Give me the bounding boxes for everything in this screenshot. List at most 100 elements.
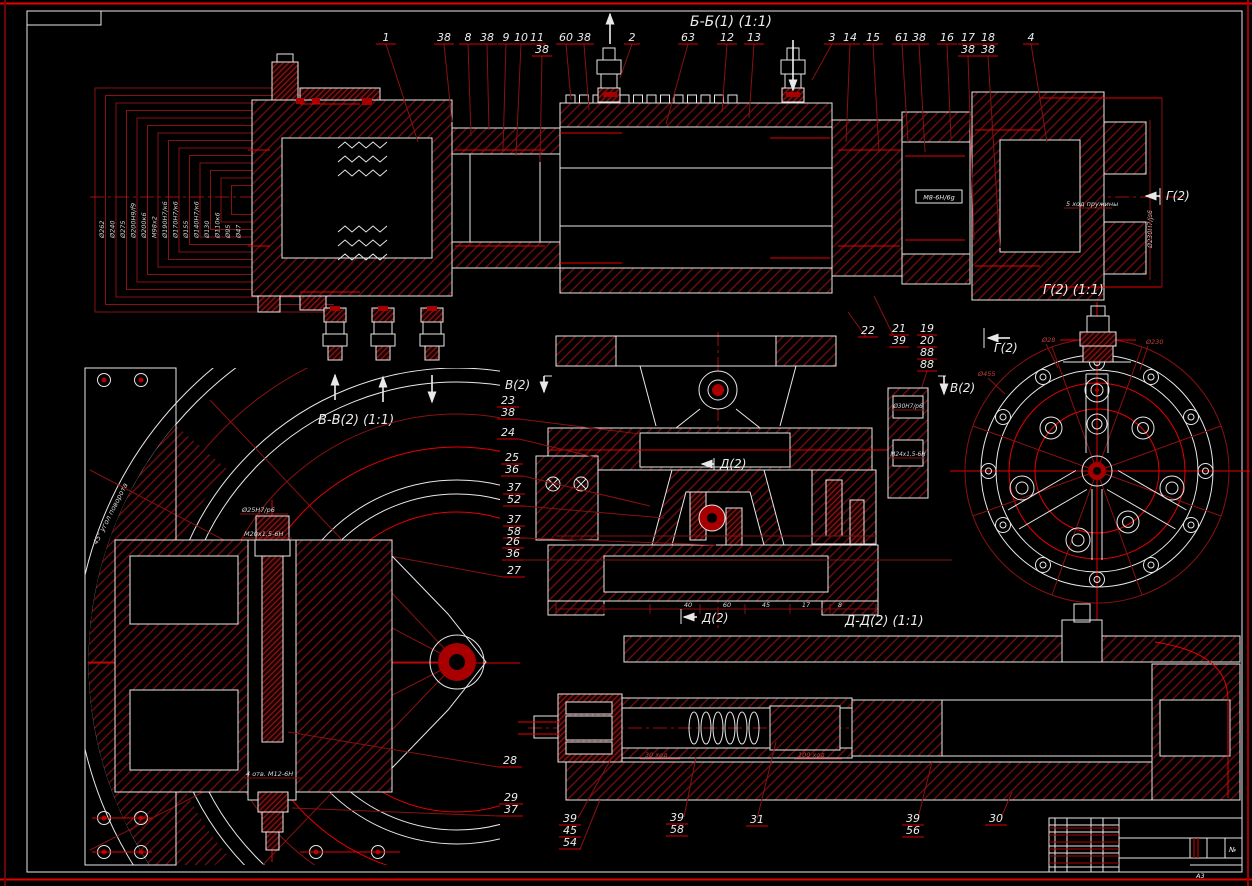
dim-label: Ø200к6 [140, 212, 148, 239]
mark-label: Г(2) [994, 341, 1018, 355]
callout-number: 20 [920, 334, 934, 347]
dim-label: 17 [802, 601, 811, 609]
dim-label: Ø240 [109, 220, 117, 239]
callouts-top: 1 38 8 38 9 10 11 38 60 38 2 63 12 13 3 … [376, 31, 1048, 249]
callout-number: 58 [507, 525, 521, 538]
callout-number: 61 [895, 31, 909, 44]
mark-g2-view: Г(2) [983, 328, 1018, 355]
callout-number: 37 [504, 803, 518, 816]
callout-number: 25 [505, 451, 519, 464]
dim-label: Ø95 [224, 225, 232, 239]
callout-number: 15 [866, 31, 880, 44]
spindle-dimension-fan: Ø262 Ø240 Ø275 Ø200Н9/f9 Ø200к6 М98х2 Ø1… [94, 87, 340, 313]
sheet-format-label: А3 [1195, 872, 1205, 880]
callout-number: 26 [506, 535, 520, 548]
callout-number: 38 [480, 31, 494, 44]
mark-label: Г(2) [1166, 189, 1190, 203]
mark-g2-spindle: Г(2) [1144, 188, 1190, 205]
fit-label: М24х1,5-6Н [890, 452, 926, 458]
dim-label: Ø28 [1041, 336, 1055, 344]
fit-label: Ø25Н7/р6 [241, 506, 275, 514]
mark-v2-right: В(2) [938, 375, 975, 396]
callout-number: 45 [563, 824, 577, 837]
spindle-fit-labels: М8-6Н/6g 5 ход пружины Ø230Н7/js6 [915, 120, 1154, 280]
view-gg-circle: Г(2) (1:1) Г(2) [950, 283, 1250, 648]
top-plug-left [596, 47, 622, 103]
callout-number: 38 [912, 31, 926, 44]
section-vv-title: В-В(2) (1:1) [318, 413, 394, 428]
dim-label: Ø170Н7/к6 [172, 201, 180, 239]
callout-number: 11 [530, 31, 544, 44]
callout-number: 37 [507, 481, 521, 494]
callout-number: 22 [861, 324, 875, 337]
view-section-dd: 30 ход 100 ход [518, 603, 1245, 801]
callout-number: 39 [670, 811, 684, 824]
fit-label: М8-6Н/6g [923, 194, 955, 202]
callout-number: 88 [920, 346, 934, 359]
spring-coils [688, 711, 760, 745]
mark-label: Д(2) [701, 611, 728, 625]
callout-number: 58 [670, 823, 684, 836]
callout-number: 2 [629, 31, 636, 44]
callout-number: 8 [465, 31, 472, 44]
view-gg-title: Г(2) (1:1) [1043, 283, 1104, 298]
callout-number: 10 [514, 31, 528, 44]
callout-number: 38 [981, 43, 995, 56]
dim-label: Ø230 [1145, 338, 1164, 346]
callout-number: 3 [829, 31, 836, 44]
callouts-sector: 28 29 37 [287, 731, 523, 817]
callout-number: 28 [503, 754, 517, 767]
callout-number: 21 [892, 322, 906, 335]
callout-number: 9 [503, 31, 510, 44]
callout-number: 27 [507, 564, 521, 577]
callout-number: 30 [989, 812, 1003, 825]
callout-number: 60 [559, 31, 573, 44]
dim-label: 40 [684, 601, 692, 609]
bottom-plugs [322, 306, 445, 361]
callout-number: 39 [892, 334, 906, 347]
callout-number: 39 [906, 812, 920, 825]
callout-number: 37 [507, 513, 521, 526]
stamp-no-label: № [1228, 846, 1236, 854]
dim-label: 100 ход [798, 751, 825, 759]
dim-label: Ø190Н7/к6 [161, 201, 169, 239]
dim-label: Ø130 [203, 220, 211, 239]
carriage-right-fitting: Ø30Н7/р6 М24х1,5-6Н [887, 387, 929, 499]
callout-number: 18 [981, 31, 995, 44]
spindle-diameter-labels: Ø262 Ø240 Ø275 Ø200Н9/f9 Ø200к6 М98х2 Ø1… [98, 201, 243, 239]
fit-label: 4 отв. М12-6Н [246, 770, 293, 778]
dim-label: Ø455 [977, 370, 996, 378]
callout-number: 63 [681, 31, 695, 44]
callout-number: 16 [940, 31, 954, 44]
title-block: № А3 [1048, 817, 1243, 880]
fit-label: М20х1,5-6Н [244, 530, 284, 538]
callout-number: 14 [843, 31, 857, 44]
mark-label: В(2) [505, 378, 530, 392]
callout-number: 17 [961, 31, 975, 44]
carriage-base-dims: 40 60 45 17 8 [684, 601, 842, 609]
callout-number: 54 [563, 836, 577, 849]
corner-stamp-box [27, 11, 102, 26]
callout-number: 1 [383, 31, 390, 44]
mark-label: Д(2) [719, 457, 746, 471]
dim-label: М98х2 [151, 216, 159, 238]
section-dd-title: Д-Д(2) (1:1) [844, 614, 924, 629]
hex-bolts [1009, 377, 1185, 553]
mark-d2-bottom: Д(2) [680, 609, 728, 625]
dim-label: 45 [762, 601, 770, 609]
callout-number: 39 [563, 812, 577, 825]
callout-number: 19 [920, 322, 934, 335]
mark-d2-mid: Д(2) [700, 457, 746, 471]
mark-label: В(2) [950, 381, 975, 395]
callout-number: 36 [505, 463, 519, 476]
callout-number: 13 [747, 31, 761, 44]
gg-dims: Ø28 Ø230 Ø455 [977, 336, 1164, 395]
callout-number: 36 [506, 547, 520, 560]
callout-number: 52 [507, 493, 521, 506]
callout-number: 38 [437, 31, 451, 44]
callouts-bottom: 39 45 54 39 58 31 39 56 30 [559, 741, 1013, 850]
dim-label: 60 [723, 601, 731, 609]
section-bb-title: Б-Б(1) (1:1) [690, 14, 772, 30]
